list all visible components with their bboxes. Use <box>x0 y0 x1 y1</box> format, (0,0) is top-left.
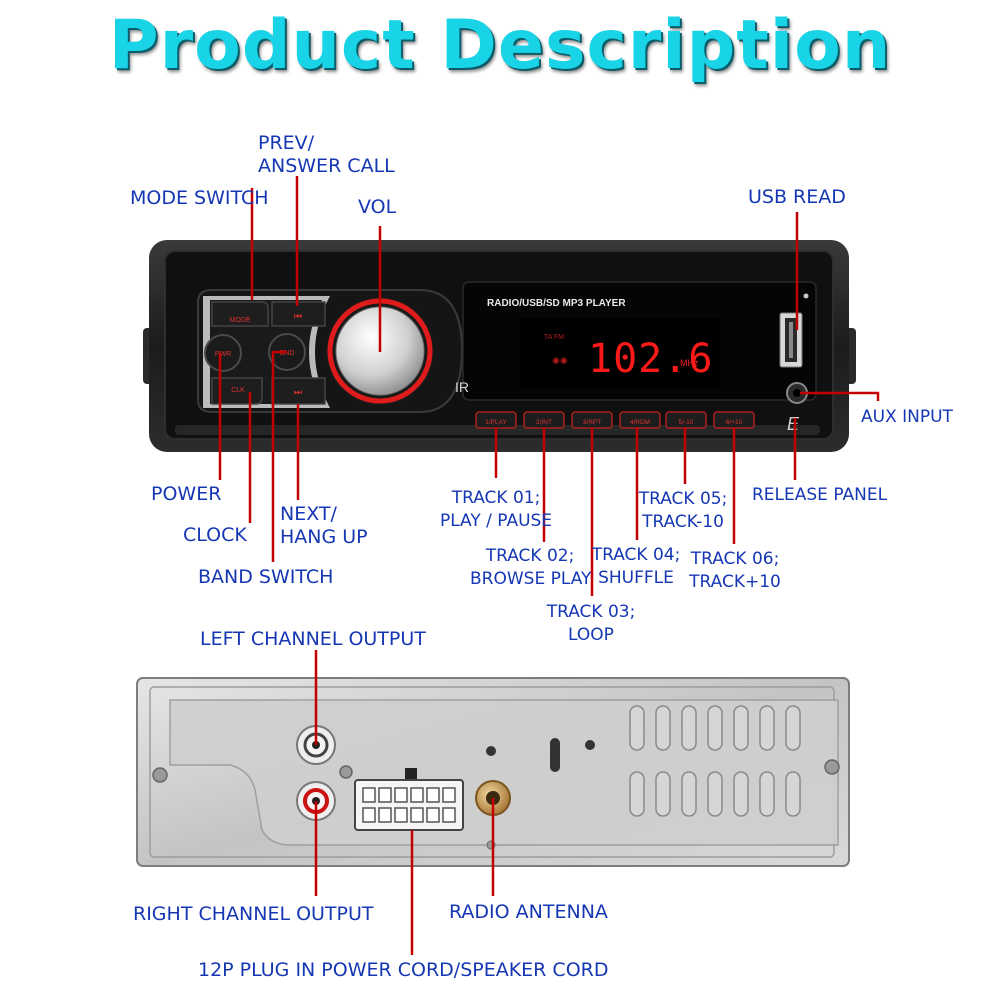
track-04-button[interactable]: 4/RDM <box>619 411 661 429</box>
leader-aux-input <box>800 391 880 401</box>
label-prev-answer-call: PREV/ ANSWER CALL <box>258 132 395 178</box>
label-track-06: TRACK 06; TRACK+10 <box>688 548 782 594</box>
front-panel: MODE PWR CLK ⏮ BND ⏭ <box>143 240 856 452</box>
track-01-label: 1/PLAY <box>485 419 507 426</box>
display-area: RADIO/USB/SD MP3 PLAYER TA FM ◉◉ 102.6 M… <box>455 281 817 401</box>
label-track-02-line2: BROWSE PLAY <box>470 569 592 589</box>
label-track-03: TRACK 03; LOOP <box>539 601 643 647</box>
label-band-switch: BAND SWITCH <box>198 566 334 588</box>
label-track-03-line1: TRACK 03; <box>546 602 636 622</box>
label-track-02: TRACK 02; BROWSE PLAY <box>470 545 592 591</box>
track-03-label: 3/RPT <box>583 419 601 426</box>
mode-button-label: MODE <box>230 317 251 324</box>
label-next-hang-up: NEXT/ HANG UP <box>280 503 368 549</box>
label-left-channel-output: LEFT CHANNEL OUTPUT <box>200 628 426 650</box>
label-track-05-line1: TRACK 05; <box>638 489 728 509</box>
leader-lines <box>218 176 880 955</box>
mode-button[interactable]: MODE <box>211 301 269 327</box>
brand-text: RADIO/USB/SD MP3 PLAYER <box>487 298 626 309</box>
label-track-04-line2: SHUFFLE <box>598 568 674 588</box>
power-button-label: PWR <box>215 351 231 358</box>
label-track-06-line2: TRACK+10 <box>689 572 781 592</box>
next-button[interactable]: ⏭ <box>271 377 326 405</box>
usb-port[interactable] <box>779 312 803 368</box>
track-buttons-row: 1/PLAY 2/INT 3/RPT 4/RDM 5/-10 6/+10 <box>475 411 755 429</box>
speaker-icon: ◉◉ <box>552 355 568 365</box>
track-03-button[interactable]: 3/RPT <box>571 411 613 429</box>
vent-slots <box>629 705 801 817</box>
track-02-label: 2/INT <box>536 419 552 426</box>
label-release-panel: RELEASE PANEL <box>752 485 888 505</box>
label-track-04: TRACK 04; SHUFFLE <box>589 544 683 590</box>
label-vol: VOL <box>358 196 397 218</box>
label-track-01-line2: PLAY / PAUSE <box>439 511 553 531</box>
label-prev-line1: PREV/ <box>258 132 315 154</box>
release-panel-button[interactable]: E <box>787 414 800 434</box>
clock-button-label: CLK <box>231 387 245 394</box>
label-prev-line2: ANSWER CALL <box>258 155 395 177</box>
label-track-06-line1: TRACK 06; <box>690 549 780 569</box>
prev-icon: ⏮ <box>294 311 302 321</box>
label-track-03-line2: LOOP <box>568 625 614 645</box>
track-06-button[interactable]: 6/+10 <box>713 411 755 429</box>
label-next-line1: NEXT/ <box>280 503 337 525</box>
track-01-button[interactable]: 1/PLAY <box>475 411 517 429</box>
label-track-04-line1: TRACK 04; <box>591 545 681 565</box>
track-02-button[interactable]: 2/INT <box>523 411 565 429</box>
label-usb-read: USB READ <box>748 186 846 208</box>
status-led <box>803 293 809 299</box>
label-track-05: TRACK 05; TRACK-10 <box>636 488 730 534</box>
prev-button[interactable]: ⏮ <box>271 301 326 327</box>
track-05-button[interactable]: 5/-10 <box>665 411 707 429</box>
track-04-label: 4/RDM <box>630 419 650 426</box>
frequency-unit: MHz <box>680 358 699 368</box>
track-05-label: 5/-10 <box>679 419 694 426</box>
label-power: POWER <box>151 483 222 505</box>
label-mode-switch: MODE SWITCH <box>130 187 269 209</box>
label-right-channel-output: RIGHT CHANNEL OUTPUT <box>133 903 374 925</box>
release-icon: E <box>787 414 800 434</box>
frequency-readout: 102.6 <box>588 336 713 382</box>
label-12p-plug: 12P PLUG IN POWER CORD/SPEAKER CORD <box>198 959 609 981</box>
next-icon: ⏭ <box>294 387 302 397</box>
label-clock: CLOCK <box>183 524 247 546</box>
label-track-01: TRACK 01; PLAY / PAUSE <box>426 487 566 533</box>
page-title: Product Description <box>108 6 892 85</box>
label-track-01-line1: TRACK 01; <box>451 488 541 508</box>
display-indicator: TA FM <box>544 334 564 341</box>
12p-power-connector[interactable] <box>354 768 464 831</box>
band-button-label: BND <box>280 350 295 357</box>
ir-sensor-icon: IR <box>455 379 469 395</box>
track-06-label: 6/+10 <box>726 419 743 426</box>
label-aux-input: AUX INPUT <box>861 407 953 427</box>
label-track-02-line1: TRACK 02; <box>485 546 575 566</box>
leader-band-switch <box>271 350 287 562</box>
label-track-05-line2: TRACK-10 <box>642 512 724 532</box>
power-button[interactable]: PWR <box>204 334 242 372</box>
label-next-line2: HANG UP <box>280 526 368 548</box>
label-radio-antenna: RADIO ANTENNA <box>449 901 608 923</box>
